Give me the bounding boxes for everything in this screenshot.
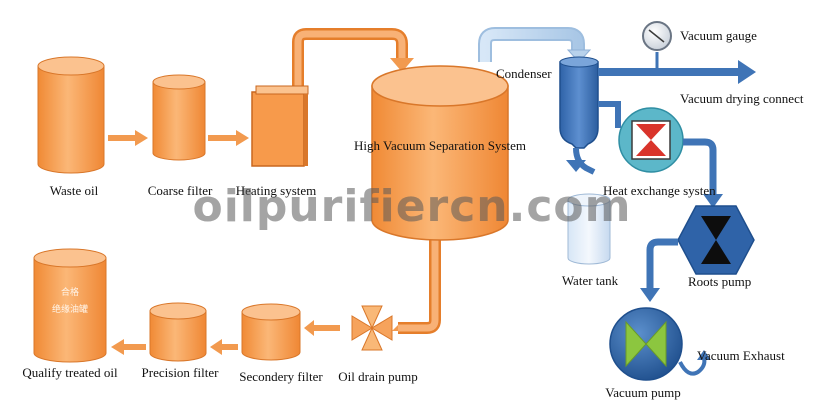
roots-pump-icon [677,205,755,275]
label-coarse-filter: Coarse filter [148,183,213,198]
label-vacuum-pump: Vacuum pump [605,385,680,400]
label-vacuum-drying-connect: Vacuum drying connect [680,91,804,106]
arrow-pump-to-secondary [304,320,340,336]
watermark-text: oilpurifiercn.com [192,181,631,232]
arrow-secondary-to-precision [210,339,238,355]
arrow-waste-to-coarse [108,130,148,146]
arrow-coarse-to-heating [208,130,249,146]
label-secondary-filter: Secondery filter [239,369,323,384]
vacuum-drying-arrow [598,60,756,84]
tank-text-line2: 绝缘油罐 [52,303,88,315]
arrow-precision-to-treated [111,339,146,355]
oil-drain-pump-icon [351,305,393,351]
label-roots-pump: Roots pump [688,274,751,289]
label-water-tank: Water tank [562,273,619,288]
label-precision-filter: Precision filter [142,365,220,380]
roots-to-vacuum-pipe [640,238,678,302]
precision-filter-tank [149,302,207,362]
arrow-separation-to-pump [392,325,398,331]
treated-oil-tank: 合格 绝缘油罐 [33,248,107,363]
label-condenser: Condenser [496,66,552,81]
diagram-labels: Waste oil Coarse filter Heating system H… [22,28,804,400]
water-tank [567,193,611,265]
vacuum-exhaust-arrow [678,350,711,376]
vacuum-gauge-icon [642,21,672,70]
condenser-column [559,56,599,149]
vacuum-pump-icon [609,307,683,381]
secondary-filter-tank [241,303,301,361]
oil-flow-arrows [108,130,398,355]
waste-oil-tank [37,56,105,174]
label-heat-exchange-system: Heat exchange systen [603,183,716,198]
vapor-pipe [478,27,592,63]
separation-tank [371,65,509,241]
oil-pipes [292,28,441,334]
label-heating-system: Heating system [236,183,317,198]
label-vacuum-exhaust: Vacuum Exhaust [697,348,785,363]
label-qualify-treated-oil: Qualify treated oil [22,365,118,380]
coarse-filter-tank [152,74,206,161]
label-vacuum-gauge: Vacuum gauge [680,28,757,43]
label-oil-drain-pump: Oil drain pump [338,369,417,384]
heating-system-box [251,85,309,167]
label-separation-system: High Vacuum Separation System [354,138,526,153]
tank-text-line1: 合格 [61,286,79,298]
heat-exchanger-icon [618,107,684,173]
condenser-to-exchanger-pipe [598,101,621,128]
label-waste-oil: Waste oil [50,183,99,198]
condenser-drain-arrow [566,147,596,175]
exchanger-to-roots-pipe [683,138,723,208]
